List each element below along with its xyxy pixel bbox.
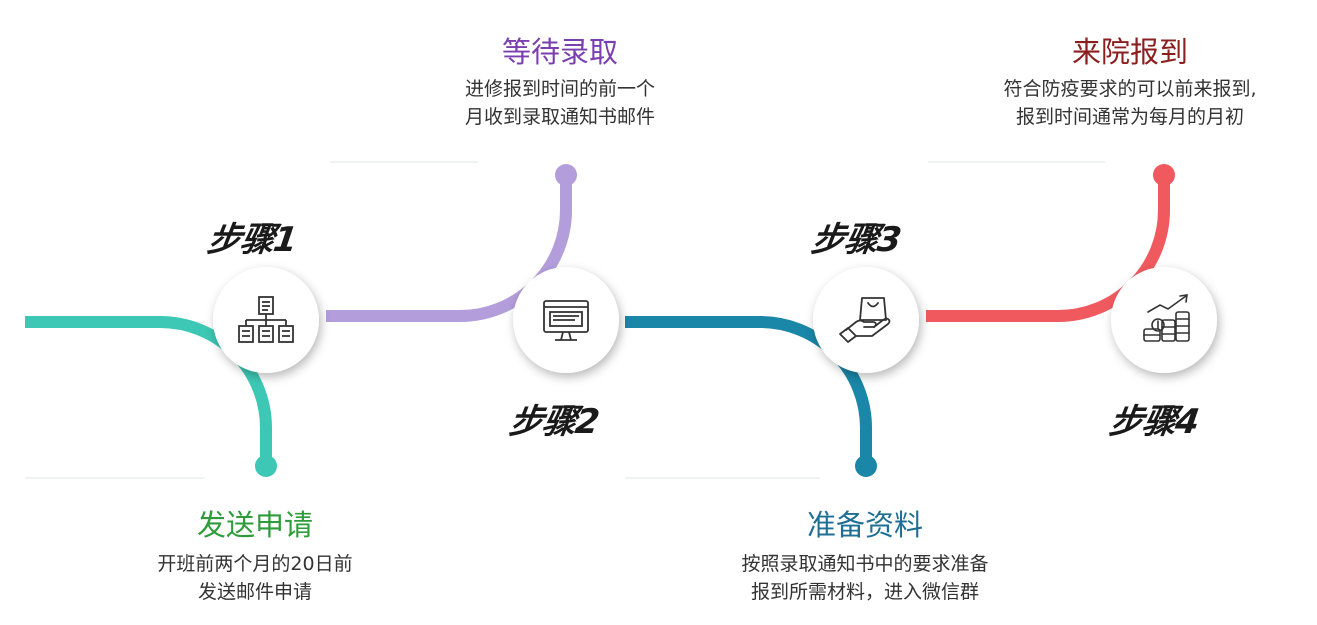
monitor-icon xyxy=(543,300,589,341)
step-2-title: 等待录取 xyxy=(501,35,618,69)
step-label-2: 步骤2 xyxy=(506,402,601,442)
node-step-2 xyxy=(513,267,619,373)
step-1-desc-line-2: 发送邮件申请 xyxy=(197,581,312,603)
hand-bag-icon xyxy=(839,297,891,343)
node-step-1 xyxy=(213,267,319,373)
connector-dot-step-2 xyxy=(555,164,577,186)
connector-dot-step-4 xyxy=(1153,164,1175,186)
node-step-3 xyxy=(813,267,919,373)
step-4-title: 来院报到 xyxy=(1071,35,1188,69)
step-3-desc-line-1: 按照录取通知书中的要求准备 xyxy=(741,553,989,575)
step-1-text: 发送申请 开班前两个月的20日前 发送邮件申请 xyxy=(100,508,410,606)
org-chart-icon xyxy=(238,296,294,343)
step-4-desc-line-2: 报到时间通常为每月的月初 xyxy=(1015,106,1244,128)
step-2-desc-line-1: 进修报到时间的前一个 xyxy=(464,78,655,100)
step-2-desc-line-2: 月收到录取通知书邮件 xyxy=(464,106,655,128)
step-1-desc-line-1: 开班前两个月的20日前 xyxy=(157,553,353,575)
connector-dot-step-1 xyxy=(255,455,277,477)
coins-growth-icon xyxy=(1143,294,1190,342)
step-3-title: 准备资料 xyxy=(806,508,923,542)
step-3-desc-line-2: 报到所需材料，进入微信群 xyxy=(750,581,979,603)
step-label-1: 步骤1 xyxy=(204,220,299,260)
step-label-3: 步骤3 xyxy=(808,220,903,260)
step-4-text: 来院报到 符合防疫要求的可以前来报到, 报到时间通常为每月的月初 xyxy=(955,35,1305,131)
step-2-text: 等待录取 进修报到时间的前一个 月收到录取通知书邮件 xyxy=(400,35,720,131)
step-3-text: 准备资料 按照录取通知书中的要求准备 报到所需材料，进入微信群 xyxy=(690,508,1040,606)
step-label-4: 步骤4 xyxy=(1106,402,1201,442)
connector-dot-step-3 xyxy=(855,455,877,477)
step-1-title: 发送申请 xyxy=(196,508,313,542)
step-4-desc-line-1: 符合防疫要求的可以前来报到, xyxy=(1003,78,1257,100)
node-step-4 xyxy=(1111,267,1217,373)
